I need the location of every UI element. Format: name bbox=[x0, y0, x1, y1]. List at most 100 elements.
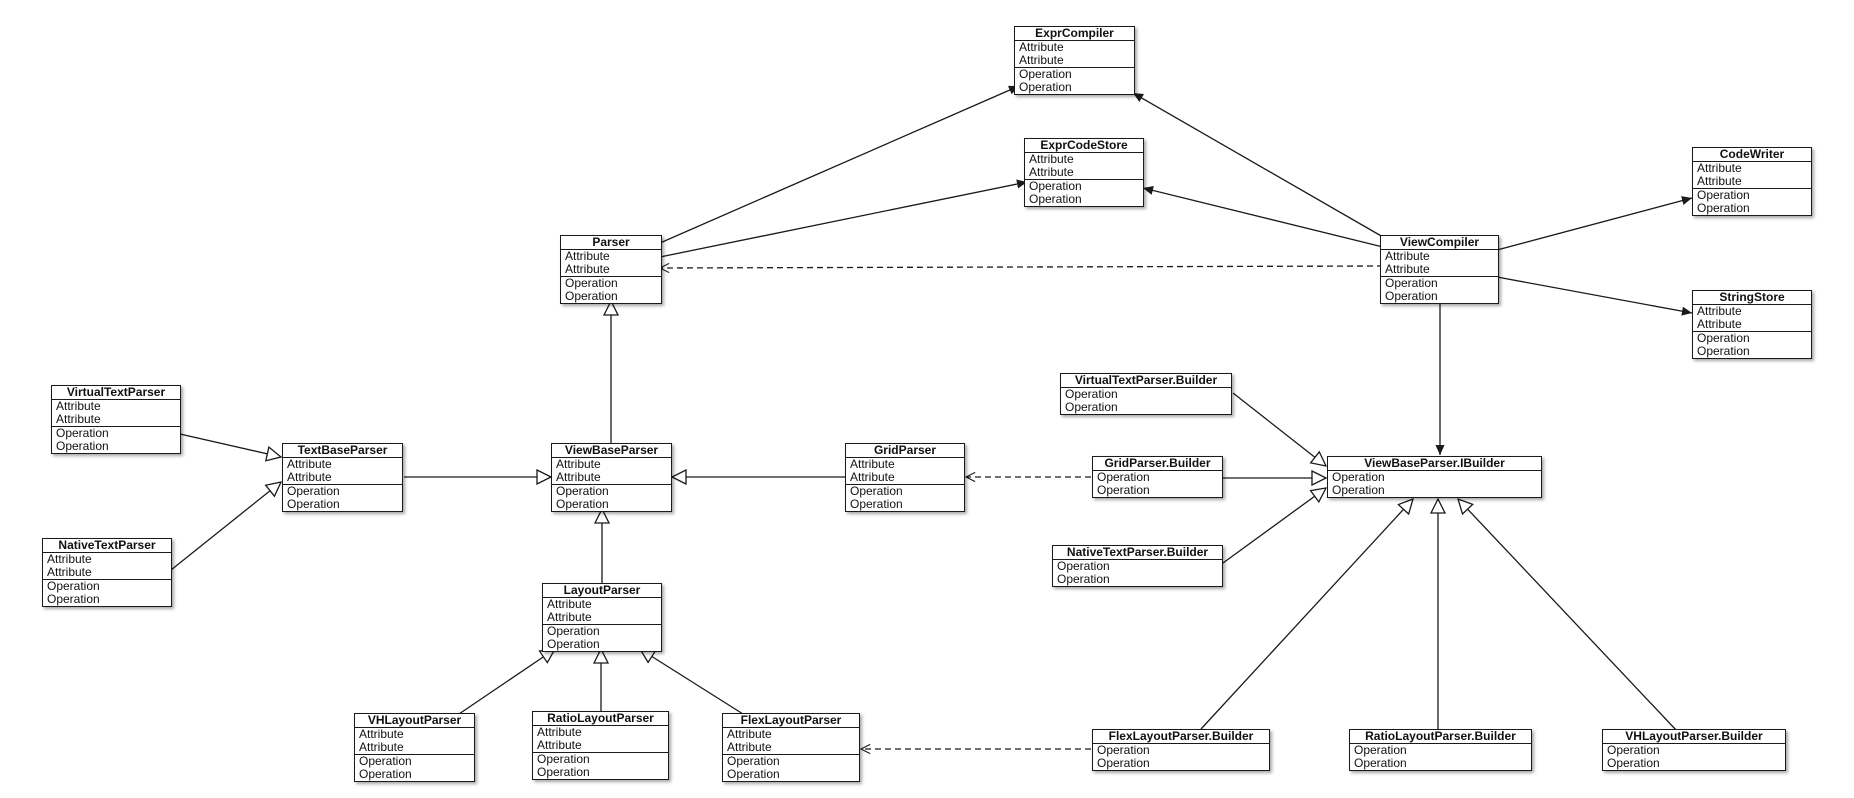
attribute-row: Attribute bbox=[565, 262, 610, 276]
class-name: VirtualTextParser bbox=[52, 386, 180, 400]
attribute-row: Attribute bbox=[47, 552, 92, 566]
attribute-row: Attribute bbox=[556, 470, 601, 484]
operation-row: Operation bbox=[727, 767, 780, 781]
class-name: RatioLayoutParser.Builder bbox=[1350, 730, 1531, 744]
edge-parser-to-exprcompiler bbox=[659, 85, 1020, 244]
class-name: ExprCompiler bbox=[1015, 27, 1134, 41]
attribute-row: Attribute bbox=[1029, 165, 1074, 179]
class-name: FlexLayoutParser bbox=[723, 714, 859, 728]
operation-row: Operation bbox=[1697, 331, 1750, 345]
edge-viewcompiler-to-exprcompiler bbox=[1132, 92, 1384, 238]
operation-row: Operation bbox=[359, 754, 412, 768]
edge-viewcompiler-to-parser-dependency bbox=[660, 266, 1384, 268]
class-name: RatioLayoutParser bbox=[533, 712, 668, 726]
attribute-row: Attribute bbox=[56, 399, 101, 413]
operation-row: Operation bbox=[1029, 192, 1082, 206]
class-name: CodeWriter bbox=[1693, 148, 1811, 162]
operation-row: Operation bbox=[1065, 400, 1118, 414]
edge-flexlayoutparserbuilder-to-ibuilder bbox=[1200, 499, 1413, 730]
operation-row: Operation bbox=[1057, 572, 1110, 586]
edge-vhlayoutparser-to-layoutparser bbox=[458, 649, 555, 715]
attribute-row: Attribute bbox=[547, 610, 592, 624]
attribute-row: Attribute bbox=[287, 470, 332, 484]
attribute-row: Attribute bbox=[850, 470, 895, 484]
attribute-row: Attribute bbox=[1019, 53, 1064, 67]
attribute-row: Attribute bbox=[56, 412, 101, 426]
operation-row: Operation bbox=[287, 484, 340, 498]
operation-row: Operation bbox=[1354, 756, 1407, 770]
operation-row: Operation bbox=[1065, 387, 1118, 401]
operation-row: Operation bbox=[359, 767, 412, 781]
class-name: TextBaseParser bbox=[283, 444, 402, 458]
edge-viewcompiler-to-codewriter bbox=[1496, 196, 1693, 251]
operation-row: Operation bbox=[727, 754, 780, 768]
class-name: ViewBaseParser bbox=[552, 444, 671, 458]
edge-viewcompiler-to-exprcodestore bbox=[1142, 185, 1384, 248]
class-name: LayoutParser bbox=[543, 584, 661, 598]
operation-row: Operation bbox=[1019, 67, 1072, 81]
attribute-row: Attribute bbox=[1019, 40, 1064, 54]
operation-row: Operation bbox=[556, 497, 609, 511]
class-name: Parser bbox=[561, 236, 661, 250]
operation-row: Operation bbox=[1697, 188, 1750, 202]
operation-row: Operation bbox=[47, 592, 100, 606]
attribute-row: Attribute bbox=[1029, 152, 1074, 166]
operation-row: Operation bbox=[1697, 201, 1750, 215]
operation-row: Operation bbox=[547, 624, 600, 638]
attribute-row: Attribute bbox=[850, 457, 895, 471]
attribute-row: Attribute bbox=[1697, 161, 1742, 175]
operation-row: Operation bbox=[850, 497, 903, 511]
edge-virtualtextparser-to-textbaseparser bbox=[179, 433, 281, 457]
attribute-row: Attribute bbox=[727, 740, 772, 754]
edge-nativetextparserbuilder-to-ibuilder bbox=[1222, 488, 1326, 564]
class-name: NativeTextParser.Builder bbox=[1053, 546, 1222, 560]
operation-row: Operation bbox=[56, 426, 109, 440]
edge-flexlayoutparser-to-layoutparser bbox=[640, 649, 744, 715]
edge-vhlayoutparserbuilder-to-ibuilder bbox=[1458, 499, 1678, 732]
attribute-row: Attribute bbox=[565, 249, 610, 263]
attribute-row: Attribute bbox=[47, 565, 92, 579]
class-name: StringStore bbox=[1693, 291, 1811, 305]
class-name: GridParser.Builder bbox=[1093, 457, 1222, 471]
attribute-row: Attribute bbox=[556, 457, 601, 471]
attribute-row: Attribute bbox=[537, 738, 582, 752]
operation-row: Operation bbox=[1019, 80, 1072, 94]
attribute-row: Attribute bbox=[359, 740, 404, 754]
operation-row: Operation bbox=[537, 765, 590, 779]
